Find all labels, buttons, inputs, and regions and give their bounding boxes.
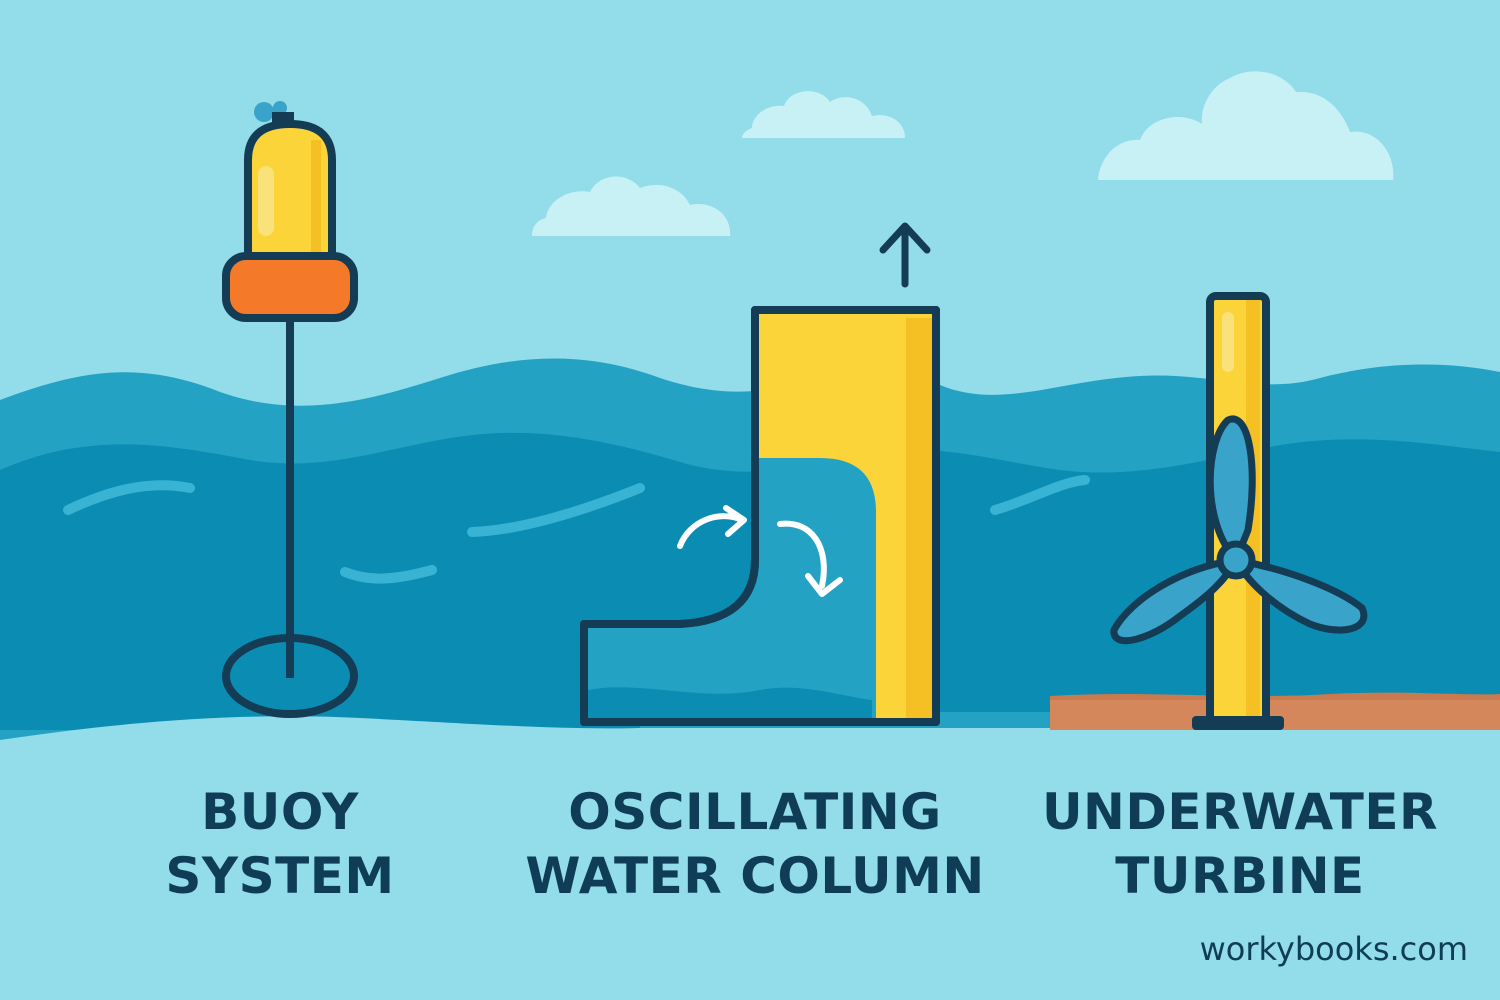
label-turbine-line-2: TURBINE — [1115, 847, 1365, 905]
label-buoy-line-2: SYSTEM — [165, 847, 395, 905]
buoy-system — [222, 101, 358, 718]
label-owc-line-1: OSCILLATING — [568, 783, 942, 841]
turbine-base — [1192, 716, 1284, 730]
turbine-propeller — [1110, 415, 1368, 645]
flow-arrow-down — [777, 520, 827, 589]
blade-right — [1232, 556, 1368, 634]
owc-column-wall — [759, 314, 932, 718]
buoy-float — [222, 252, 358, 322]
wave-highlights — [63, 475, 1090, 584]
owc-flow-arrows — [677, 505, 843, 597]
label-turbine-line-1: UNDERWATER — [1041, 783, 1439, 841]
blade-left — [1110, 556, 1240, 645]
label-buoy-line-1: BUOY — [201, 783, 359, 841]
cloud-right — [1098, 71, 1394, 180]
label-owc-line-2: WATER COLUMN — [525, 847, 985, 905]
watermark: workybooks.com — [1199, 930, 1468, 968]
owc-water-surface — [588, 687, 872, 718]
buoy-top-bulb — [254, 102, 274, 122]
oscillating-water-column — [580, 222, 940, 726]
turbine-hub — [1216, 540, 1256, 580]
blade-top — [1206, 415, 1256, 564]
underwater-turbine — [1050, 292, 1500, 730]
label-oscillating-water-column: OSCILLATING WATER COLUMN — [515, 780, 995, 908]
label-underwater-turbine: UNDERWATER TURBINE — [1030, 780, 1450, 908]
air-up-arrow-icon — [879, 222, 931, 288]
cloud-middle — [742, 91, 905, 138]
label-buoy-system: BUOY SYSTEM — [130, 780, 430, 908]
cloud-left — [532, 176, 731, 236]
sea-lower — [0, 716, 1500, 1000]
